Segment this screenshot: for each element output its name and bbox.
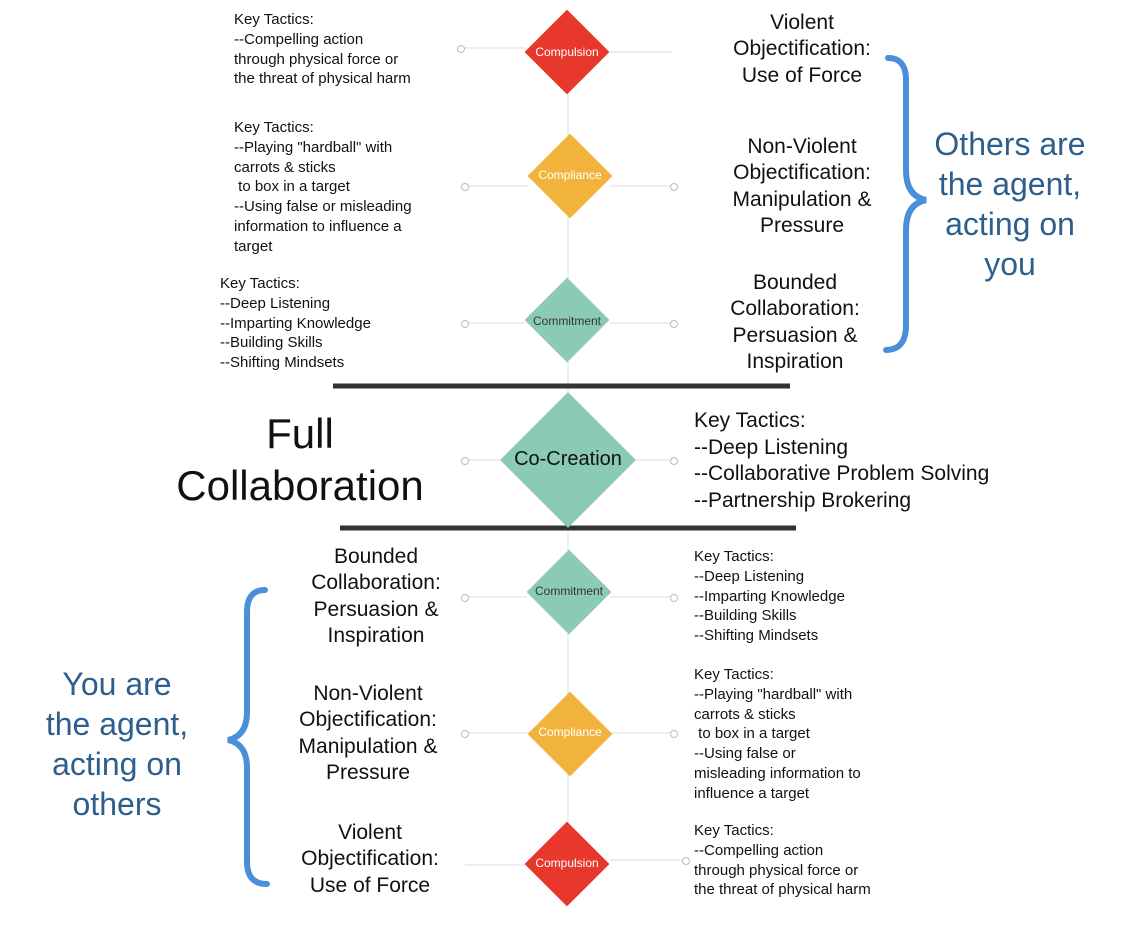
connector-dot [670, 730, 678, 738]
bottom-commitment-label: Commitment [534, 584, 603, 598]
cocreation-label: Co-Creation [514, 448, 622, 470]
top-compliance-tactics: Key Tactics: --Playing "hardball" with c… [234, 119, 412, 255]
bottom-compliance-title: Non-Violent Objectification: Manipulatio… [298, 682, 438, 785]
connector-dot [461, 183, 469, 191]
top-compulsion-title: Violent Objectification: Use of Force [733, 11, 871, 87]
connector-dot [461, 730, 469, 738]
left-brace [227, 587, 270, 887]
connector-dot [682, 857, 690, 865]
top-commitment-label: Commitment [532, 314, 601, 328]
bottom-compulsion-title: Violent Objectification: Use of Force [301, 821, 439, 897]
connector-dot [670, 183, 678, 191]
bottom-compulsion-label: Compulsion [535, 856, 599, 870]
bottom-compliance-tactics: Key Tactics: --Playing "hardball" with c… [694, 666, 861, 802]
connector-dot [670, 594, 678, 602]
connector-dot [670, 320, 678, 328]
bottom-compulsion-tactics: Key Tactics: --Compelling action through… [694, 822, 871, 899]
connector-dot [461, 320, 469, 328]
top-compliance-label: Compliance [538, 168, 602, 182]
connector-dot [457, 45, 465, 53]
bottom-compliance-label: Compliance [538, 725, 602, 739]
full-collaboration-title: Full Collaboration [176, 410, 424, 509]
bottom-commitment-tactics: Key Tactics: --Deep Listening --Impartin… [694, 548, 845, 645]
cocreation-tactics: Key Tactics: --Deep Listening --Collabor… [694, 409, 990, 512]
bottom-commitment-title: Bounded Collaboration: Persuasion & Insp… [311, 545, 441, 648]
top-compulsion-label: Compulsion [535, 45, 599, 59]
top-agent-text: Others are the agent, acting on you [934, 126, 1086, 282]
right-brace [883, 55, 927, 353]
top-commitment-tactics: Key Tactics: --Deep Listening --Impartin… [220, 275, 371, 372]
bottom-agent-text: You are the agent, acting on others [45, 666, 189, 822]
connector-dot [461, 594, 469, 602]
connector-dot [461, 457, 469, 465]
connector-dot [670, 457, 678, 465]
top-compliance-title: Non-Violent Objectification: Manipulatio… [732, 135, 872, 238]
top-compulsion-tactics: Key Tactics: --Compelling action through… [234, 11, 411, 88]
top-commitment-title: Bounded Collaboration: Persuasion & Insp… [730, 271, 860, 374]
